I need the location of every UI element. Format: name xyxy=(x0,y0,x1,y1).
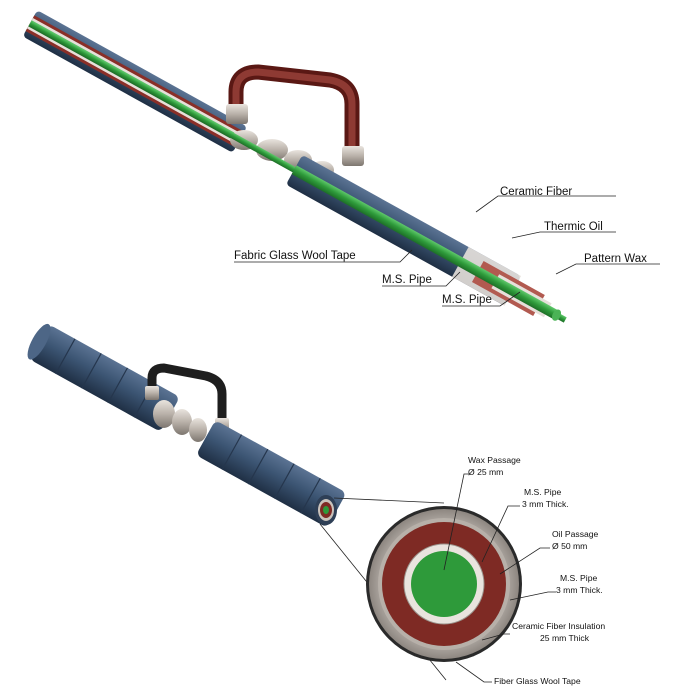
label-thermic-oil: Thermic Oil xyxy=(544,221,603,233)
label-ms-pipe-1: M.S. Pipe xyxy=(382,274,432,286)
cross-section xyxy=(366,506,522,662)
wax-passage-core xyxy=(411,551,477,617)
exterior-end-face xyxy=(315,495,337,525)
exterior-upper-segment xyxy=(27,323,178,430)
exterior-assembly xyxy=(27,323,345,526)
label-ms-pipe-outer-dim: 3 mm Thick. xyxy=(556,585,603,595)
label-fabric-glass-wool-tape: Fabric Glass Wool Tape xyxy=(234,250,356,262)
label-ms-pipe-2: M.S. Pipe xyxy=(442,294,492,306)
label-ms-pipe-inner-dim: 3 mm Thick. xyxy=(522,499,569,509)
label-wax-passage: Wax Passage xyxy=(468,455,521,465)
exterior-fittings xyxy=(153,400,207,442)
label-wax-passage-dim: Ø 25 mm xyxy=(468,467,503,477)
label-ms-pipe-outer: M.S. Pipe xyxy=(560,573,597,583)
label-ms-pipe-inner: M.S. Pipe xyxy=(524,487,561,497)
exterior-lower-segment xyxy=(198,422,345,526)
sectioned-assembly xyxy=(24,11,567,323)
label-fiber-glass-tape: Fiber Glass Wool Tape xyxy=(494,676,581,686)
oil-loop-handle xyxy=(226,64,364,166)
label-pattern-wax: Pattern Wax xyxy=(584,253,647,265)
top-leaders xyxy=(234,195,660,307)
label-oil-passage-dim: Ø 50 mm xyxy=(552,541,587,551)
label-ceramic-insulation: Ceramic Fiber Insulation xyxy=(512,621,605,631)
label-ceramic-fiber: Ceramic Fiber xyxy=(500,186,572,198)
label-oil-passage: Oil Passage xyxy=(552,529,599,539)
lower-pipe-segment xyxy=(287,156,562,321)
label-ceramic-insulation-dim: 25 mm Thick xyxy=(540,633,590,643)
section-leaders xyxy=(443,473,556,683)
